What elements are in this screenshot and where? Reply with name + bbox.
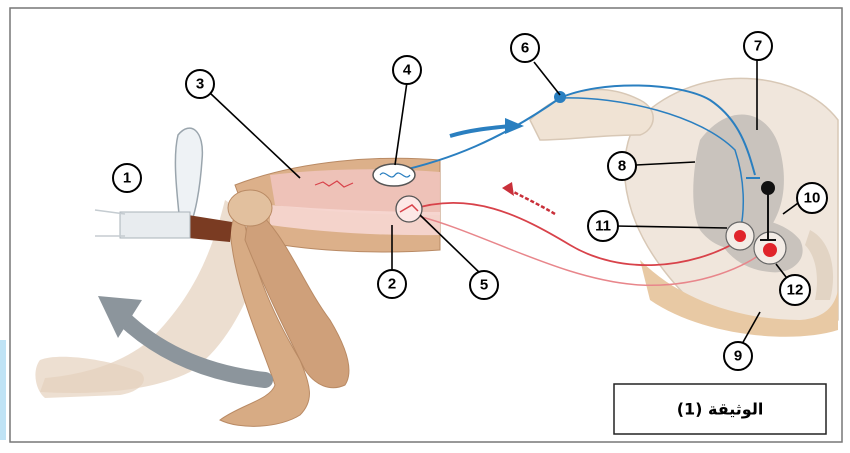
svg-text:9: 9 [734,348,742,365]
motor-endplate [396,196,422,222]
motor-cell-body-12 [763,243,777,257]
svg-text:7: 7 [754,38,762,55]
caption-text: الوثيقة (1) [677,400,764,419]
label-12: 12 [780,275,810,305]
svg-text:3: 3 [196,76,204,93]
label-1: 1 [113,164,141,192]
muscle-spindle [373,164,415,186]
svg-text:4: 4 [403,62,412,79]
label-2: 2 [378,270,406,298]
hammer-handle [120,212,190,238]
svg-text:6: 6 [521,40,529,57]
left-edge-tint [0,340,6,440]
label-6: 6 [511,34,539,62]
svg-text:1: 1 [123,170,131,187]
svg-text:8: 8 [618,158,626,175]
svg-text:12: 12 [787,282,804,299]
svg-text:11: 11 [595,218,611,235]
sensory-cell-body [554,91,566,103]
caption-box: الوثيقة (1) [614,384,826,434]
label-5: 5 [470,271,498,299]
label-11: 11 [588,211,618,241]
interneuron-cell-body [761,181,775,195]
label-7: 7 [744,32,772,60]
knee [228,190,272,226]
label-4: 4 [393,56,421,84]
svg-text:2: 2 [388,276,396,293]
label-9: 9 [724,342,752,370]
motor-cell-body-11 [734,230,746,242]
label-8: 8 [608,152,636,180]
svg-text:5: 5 [480,277,488,294]
label-3: 3 [186,70,214,98]
svg-text:10: 10 [804,190,821,207]
label-10: 10 [797,183,827,213]
